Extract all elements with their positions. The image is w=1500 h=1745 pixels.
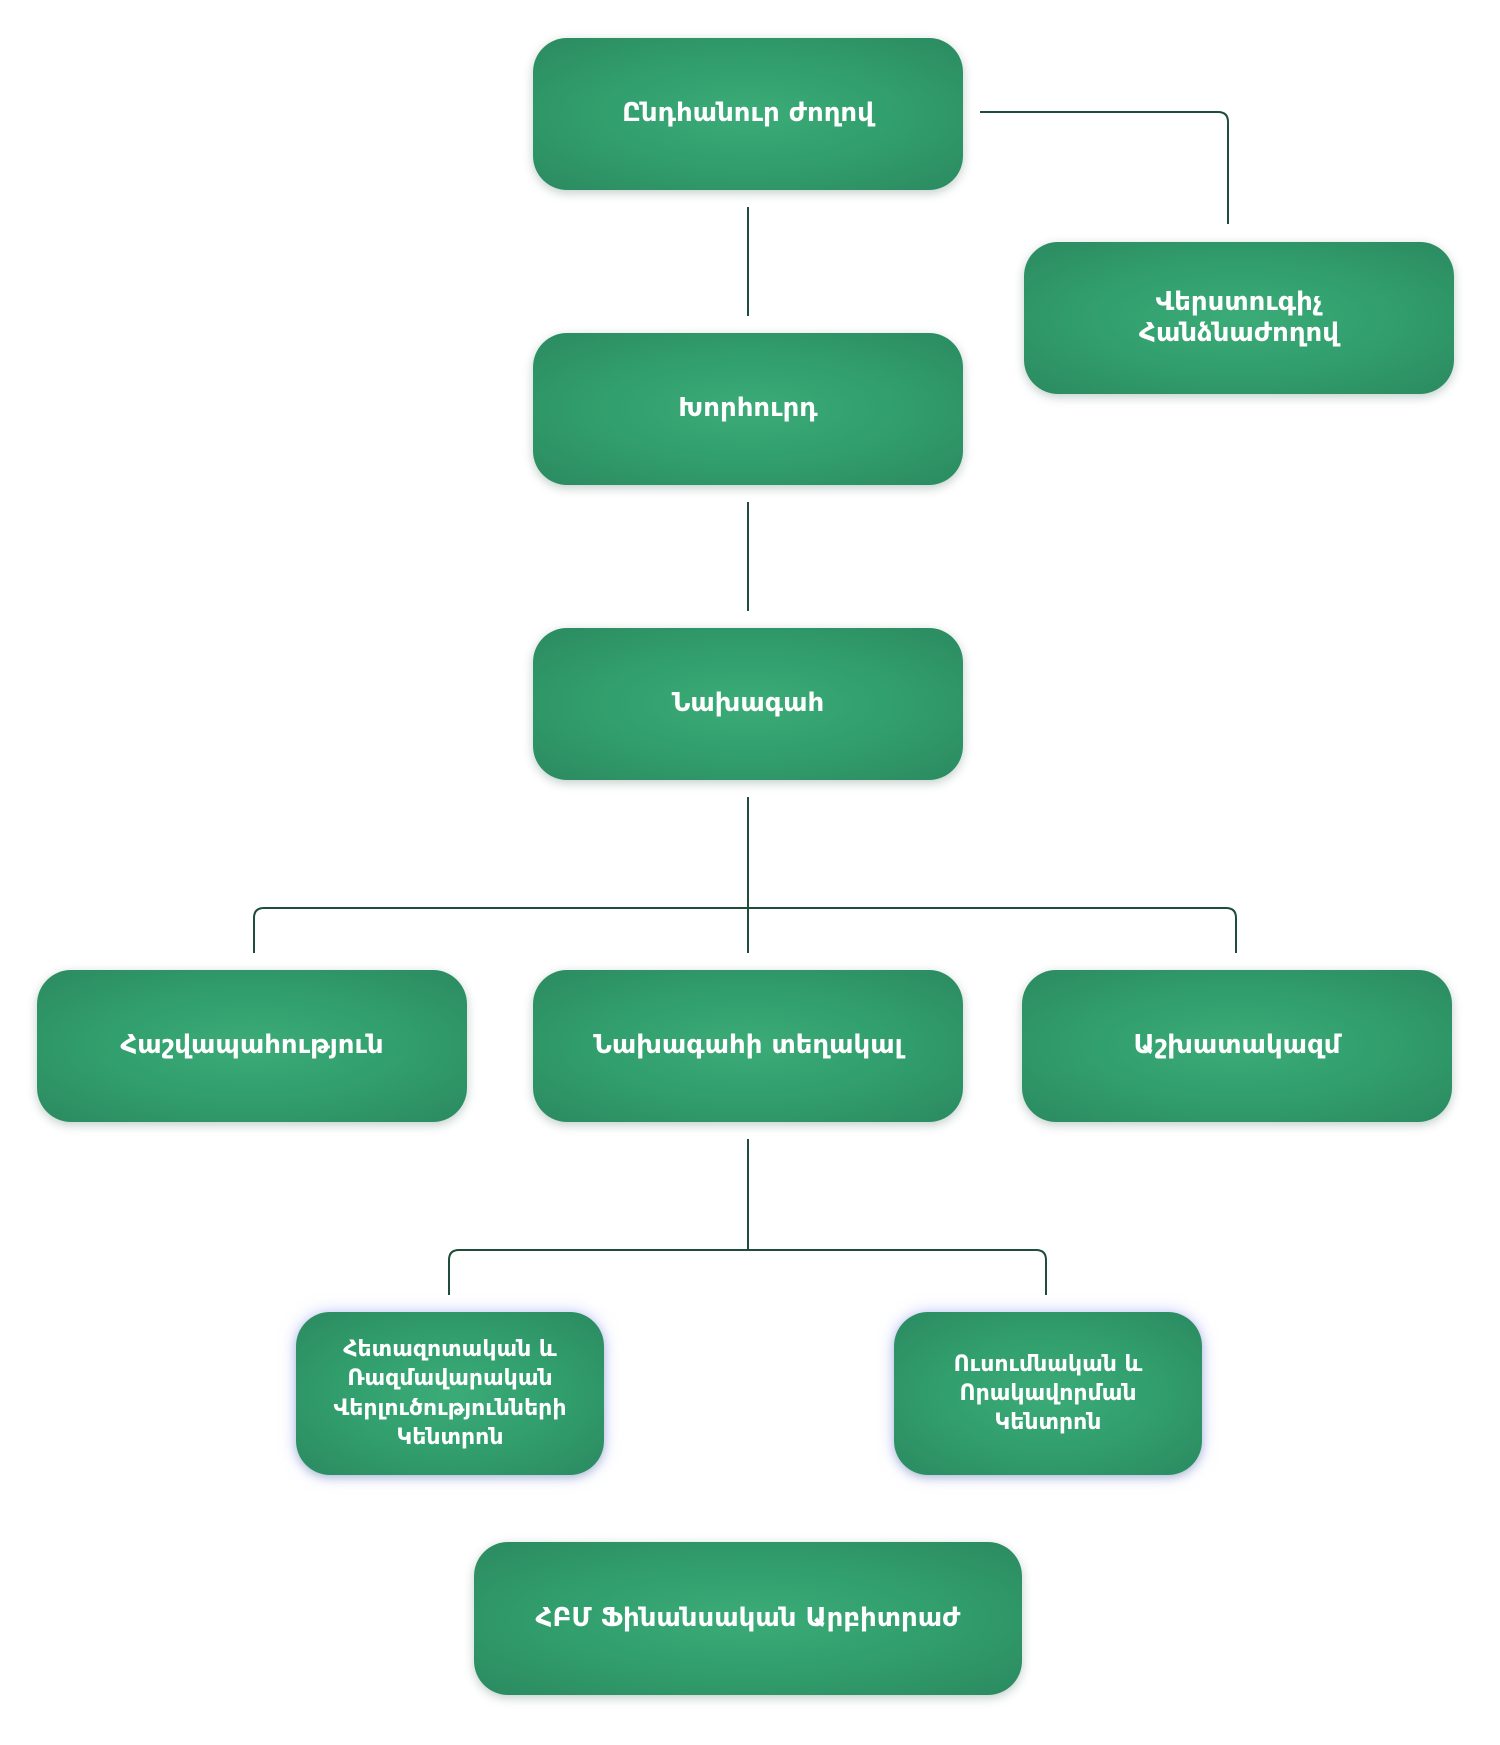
president-node: Նախագահ [533, 628, 963, 780]
general-assembly-label: Ընդհանուր ժողով [622, 98, 874, 129]
audit-commission-label: Վերստուգիչ Հանձնաժողով [1139, 286, 1339, 348]
accounting-label: Հաշվապահություն [120, 1030, 384, 1061]
training-center-label: Ուսումնական և Որակավորման Կենտրոն [953, 1351, 1143, 1436]
accounting-node: Հաշվապահություն [37, 970, 467, 1122]
council-label: Խորհուրդ [678, 393, 818, 424]
president-label: Նախագահ [671, 688, 825, 719]
vice-president-node: Նախագահի տեղակալ [533, 970, 963, 1122]
general-assembly-node: Ընդհանուր ժողով [533, 38, 963, 190]
staff-node: Աշխատակազմ [1022, 970, 1452, 1122]
connector-branch-accounting [253, 907, 1237, 953]
training-center-node: Ուսումնական և Որակավորման Կենտրոն [894, 1312, 1202, 1475]
staff-label: Աշխատակազմ [1133, 1030, 1341, 1061]
council-node: Խորհուրդ [533, 333, 963, 485]
audit-commission-node: Վերստուգիչ Հանձնաժողով [1024, 242, 1454, 394]
connector-assembly-audit [980, 111, 1229, 224]
research-center-label: Հետազոտական և Ռազմավարական Վերլուծությու… [333, 1337, 567, 1450]
arbitration-node: ՀԲՄ Ֆինանսական Արբիտրաժ [474, 1542, 1022, 1695]
research-center-node: Հետազոտական և Ռազմավարական Վերլուծությու… [296, 1312, 604, 1475]
arbitration-label: ՀԲՄ Ֆինանսական Արբիտրաժ [535, 1602, 961, 1633]
vice-president-label: Նախագահի տեղակալ [593, 1030, 903, 1061]
connector-branch-centers [448, 1249, 1047, 1295]
